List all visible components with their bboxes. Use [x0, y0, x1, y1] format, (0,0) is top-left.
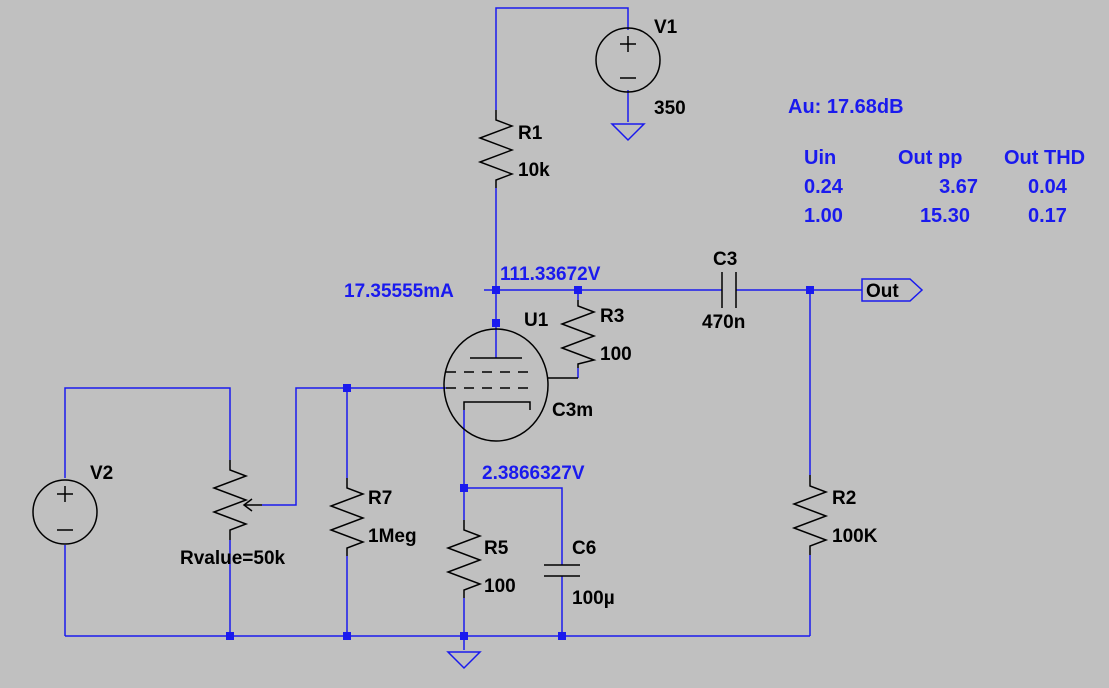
r3-resistor[interactable] — [559, 300, 597, 368]
header-out-thd: Out THD — [1004, 147, 1085, 169]
row2-out-thd: 0.17 — [1028, 205, 1067, 227]
r1-name: R1 — [518, 123, 543, 144]
c6-value: 100µ — [572, 588, 615, 609]
out-net-label[interactable]: Out — [861, 278, 924, 302]
c6-capacitor[interactable] — [544, 564, 580, 577]
r3-value: 100 — [600, 344, 632, 365]
header-uin: Uin — [804, 147, 836, 169]
r5-value: 100 — [484, 576, 516, 597]
r5-name: R5 — [484, 538, 509, 559]
r2-value: 100K — [832, 526, 878, 547]
r7-resistor[interactable] — [328, 478, 366, 556]
row1-out-pp: 3.67 — [939, 176, 978, 198]
pot-value: Rvalue=50k — [180, 548, 286, 569]
wires — [64, 7, 862, 650]
c3-capacitor[interactable] — [721, 272, 737, 308]
v1-value: 350 — [654, 98, 686, 119]
row1-uin: 0.24 — [804, 176, 844, 198]
measurement-table: Au: 17.68dB Uin Out pp Out THD 0.24 3.67… — [788, 96, 1085, 227]
gain-label: Au: 17.68dB — [788, 96, 904, 118]
svg-text:Out: Out — [866, 281, 899, 302]
plate-voltage-label: 111.33672V — [500, 264, 601, 285]
junctions — [226, 286, 814, 640]
row2-uin: 1.00 — [804, 205, 843, 227]
v1-name: V1 — [654, 17, 678, 38]
r7-name: R7 — [368, 488, 392, 509]
plate-current-label: 17.35555mA — [344, 281, 454, 302]
r3-name: R3 — [600, 306, 624, 327]
r1-value: 10k — [518, 160, 550, 181]
r7-value: 1Meg — [368, 526, 417, 547]
u1-name: U1 — [524, 310, 549, 331]
c3-name: C3 — [713, 249, 737, 270]
u1-tube[interactable] — [443, 328, 578, 442]
c3-value: 470n — [702, 312, 745, 333]
c6-name: C6 — [572, 538, 596, 559]
header-out-pp: Out pp — [898, 147, 962, 169]
ground-icon — [446, 651, 482, 670]
v1-ground-icon — [610, 123, 646, 142]
v1-source[interactable] — [595, 27, 661, 93]
cathode-voltage-label: 2.3866327V — [482, 463, 585, 484]
r1-resistor[interactable] — [477, 110, 515, 188]
r2-name: R2 — [832, 488, 856, 509]
r5-resistor[interactable] — [445, 520, 483, 598]
potentiometer[interactable] — [211, 460, 262, 540]
r2-resistor[interactable] — [791, 475, 829, 555]
row1-out-thd: 0.04 — [1028, 176, 1068, 198]
u1-model: C3m — [552, 400, 593, 421]
operating-point-labels: 17.35555mA 111.33672V 2.3866327V — [344, 264, 601, 484]
component-labels: V1 350 R1 10k C3 470n U1 R3 100 C3m V2 R… — [90, 17, 878, 609]
v2-name: V2 — [90, 463, 113, 484]
row2-out-pp: 15.30 — [920, 205, 970, 227]
v2-source[interactable] — [32, 479, 98, 545]
